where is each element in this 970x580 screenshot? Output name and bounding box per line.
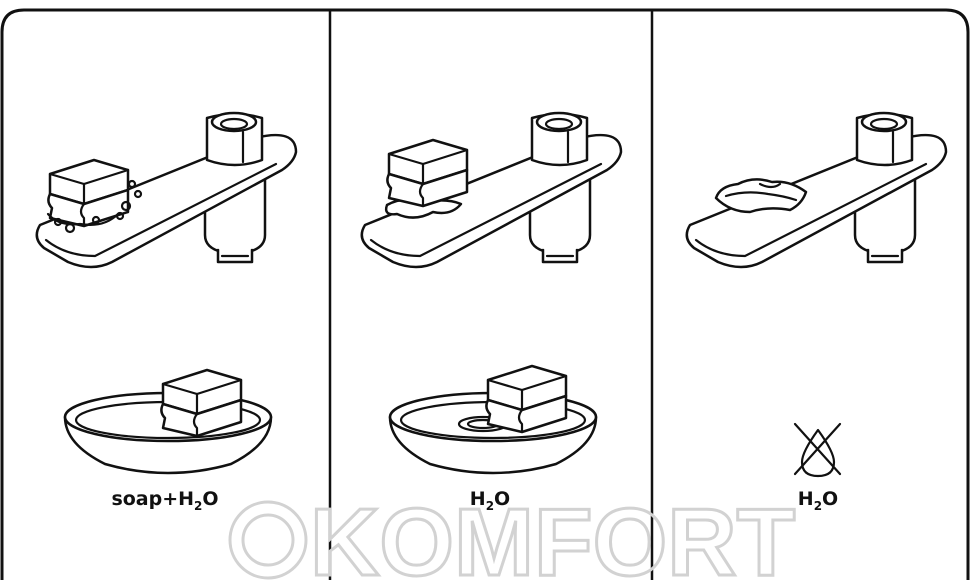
watermark-text: KOMFORT	[310, 489, 795, 580]
sponge-icon	[485, 364, 568, 434]
no-water-drop-icon	[793, 422, 842, 478]
label-no-water: H2O	[798, 488, 838, 513]
cloth-icon	[714, 178, 808, 214]
watermark-logo: KOMFORT	[228, 488, 797, 580]
panel-3: H2O	[685, 111, 948, 513]
panel-1: soap+H2O	[35, 111, 298, 513]
panel-frame	[0, 8, 970, 580]
panel-2: H2O	[360, 111, 623, 513]
sponge-icon	[160, 368, 243, 438]
soap-bubbles-icon	[46, 179, 143, 234]
label-water: H2O	[470, 488, 510, 513]
label-soap-water: soap+H2O	[111, 488, 218, 513]
sponge-icon	[386, 138, 469, 208]
